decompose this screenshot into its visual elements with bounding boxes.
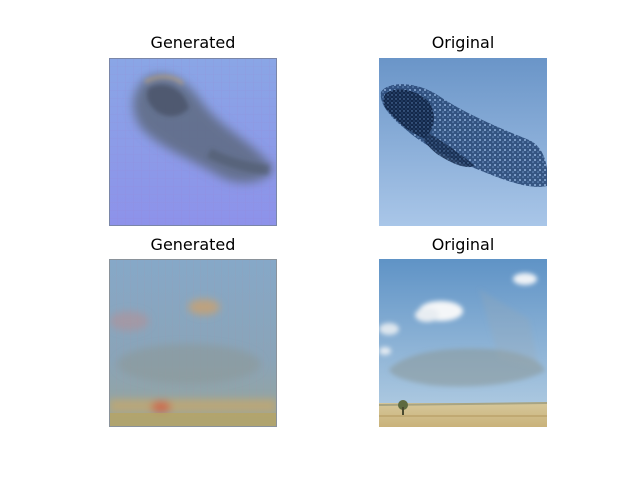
panel-title-generated-top: Generated (150, 33, 236, 52)
panel-title-generated-bottom: Generated (150, 235, 236, 254)
panel-title-original-top: Original (431, 33, 495, 52)
original-image-bottom (379, 259, 547, 427)
original-image-top (379, 58, 547, 226)
generated-image-top (109, 58, 277, 226)
generated-image-bottom (109, 259, 277, 427)
panel-title-original-bottom: Original (431, 235, 495, 254)
